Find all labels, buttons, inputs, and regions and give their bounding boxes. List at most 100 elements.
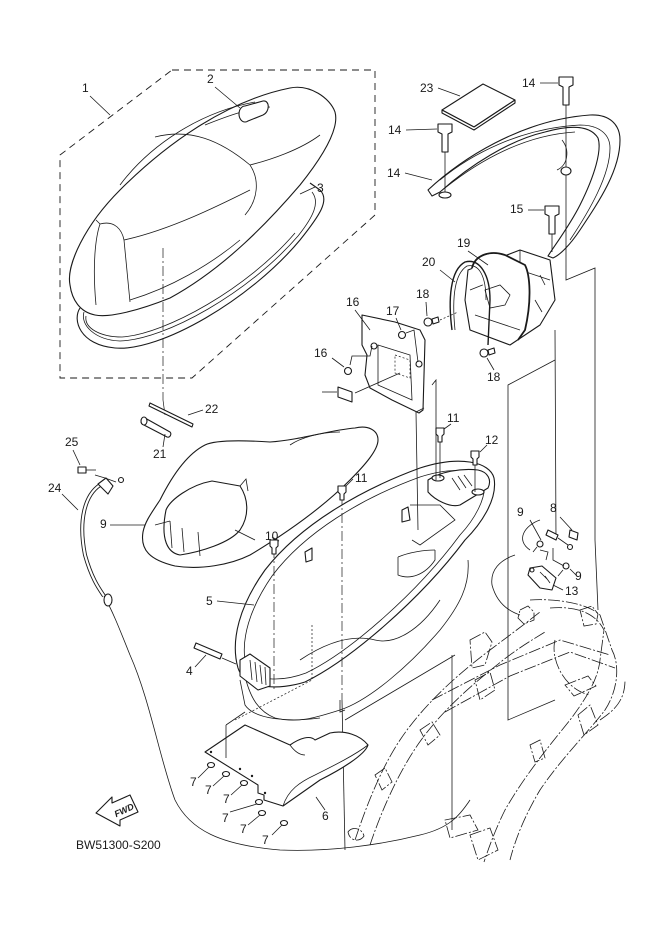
svg-text:9: 9	[517, 505, 524, 519]
svg-text:16: 16	[346, 295, 360, 309]
callout-9d: 12	[479, 433, 499, 453]
svg-text:7: 7	[190, 775, 197, 789]
callout-8: 9	[100, 517, 145, 531]
callout-7a: 7	[190, 766, 210, 789]
callout-14a: 14	[388, 123, 438, 137]
lock-mount-line	[507, 329, 557, 721]
svg-text:7: 7	[223, 792, 230, 806]
callout-9a: 10	[265, 529, 280, 543]
hinge-pin	[193, 642, 237, 665]
svg-text:24: 24	[48, 481, 62, 495]
bolt-14a	[437, 123, 453, 192]
socket-wrench	[140, 416, 172, 438]
callout-13: 14	[387, 166, 433, 181]
svg-text:16: 16	[314, 346, 328, 360]
nut-7a	[206, 761, 216, 769]
svg-text:22: 22	[205, 402, 219, 416]
svg-text:23: 23	[420, 81, 434, 95]
callout-18b: 18	[486, 357, 501, 384]
bolt-9b	[337, 485, 347, 501]
bracket-10	[527, 565, 557, 591]
svg-text:7: 7	[240, 822, 247, 836]
callout-18a: 18	[416, 287, 430, 317]
nut-7b	[221, 770, 231, 778]
callout-2: 2	[207, 72, 241, 109]
svg-text:9: 9	[575, 569, 582, 583]
svg-text:7: 7	[205, 783, 212, 797]
callout-7f: 7	[262, 824, 283, 847]
svg-text:21: 21	[153, 447, 167, 461]
figure-code: BW51300-S200	[76, 838, 161, 852]
lock-hook-wire	[449, 260, 491, 346]
nut-7d	[254, 798, 264, 806]
seat-lock-cable	[80, 474, 541, 851]
bolt-9d	[470, 450, 480, 492]
callout-14b: 14	[522, 76, 558, 90]
callout-7b: 7	[205, 775, 225, 797]
callout-16a: 16	[314, 346, 345, 368]
screw-16a	[343, 345, 373, 376]
seat-base	[141, 426, 379, 568]
svg-text:6: 6	[322, 809, 329, 823]
grab-bar	[427, 114, 621, 259]
callout-9c: 11	[443, 411, 460, 430]
callout-24: 24	[48, 481, 79, 511]
screw-11a	[532, 540, 549, 561]
seat-group-boundary	[59, 69, 376, 379]
owners-manual	[441, 83, 516, 131]
callout-14c: 15	[510, 202, 544, 216]
callout-3: 3	[299, 181, 324, 195]
callout-11b: 9	[569, 568, 582, 583]
cover-mount-line	[415, 378, 437, 531]
svg-text:5: 5	[206, 594, 213, 608]
callout-25: 25	[65, 435, 81, 466]
vehicle-frame	[347, 599, 626, 863]
wrench-bar	[148, 399, 194, 428]
svg-text:14: 14	[388, 123, 402, 137]
seat-cushion	[68, 86, 337, 400]
svg-text:4: 4	[186, 664, 193, 678]
bolt-14c	[544, 205, 560, 252]
svg-text:14: 14	[387, 166, 401, 180]
bolt-9a	[269, 539, 279, 555]
svg-text:14: 14	[522, 76, 536, 90]
svg-text:15: 15	[510, 202, 524, 216]
box-mount-line	[339, 654, 456, 721]
callout-19: 20	[422, 255, 456, 283]
cover-plate	[361, 314, 426, 414]
callout-12: 8	[550, 501, 573, 531]
bolt-18a	[423, 311, 459, 327]
callout-15: 16	[346, 295, 371, 331]
callout-22: 23	[420, 81, 461, 97]
callout-11a: 9	[517, 505, 542, 541]
svg-text:12: 12	[485, 433, 499, 447]
bolt-9c	[435, 427, 445, 478]
callout-5: 5	[206, 594, 255, 608]
svg-text:9: 9	[100, 517, 107, 531]
svg-text:18: 18	[487, 370, 501, 384]
svg-text:17: 17	[386, 304, 400, 318]
callout-20: 21	[153, 433, 167, 461]
callout-17: 19	[457, 236, 489, 266]
svg-text:10: 10	[265, 529, 279, 543]
svg-text:3: 3	[317, 181, 324, 195]
callout-10: 13	[552, 584, 579, 598]
fwd-direction-arrow: FWD	[95, 794, 139, 827]
svg-text:25: 25	[65, 435, 79, 449]
svg-text:7: 7	[262, 833, 269, 847]
bolt-14b	[558, 76, 574, 265]
svg-text:11: 11	[447, 411, 460, 425]
grab-bar-mount-line	[565, 265, 599, 611]
svg-text:1: 1	[82, 81, 89, 95]
nut-7f	[279, 819, 289, 827]
screw-16b	[397, 329, 419, 363]
svg-text:2: 2	[207, 72, 214, 86]
screw-25	[77, 466, 96, 474]
svg-text:7: 7	[222, 811, 229, 825]
svg-text:19: 19	[457, 236, 471, 250]
label-23	[337, 372, 401, 403]
svg-text:20: 20	[422, 255, 436, 269]
cable-end-12	[545, 529, 579, 567]
under-cover	[204, 711, 369, 807]
